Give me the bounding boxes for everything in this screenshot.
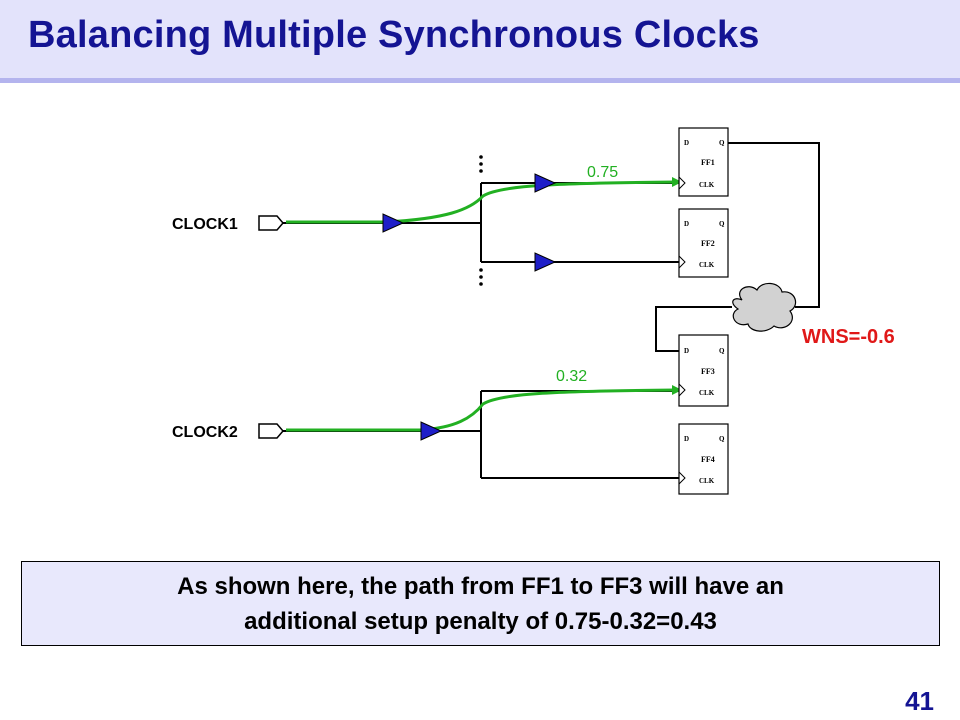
ff4-q-pin: Q <box>719 435 725 443</box>
ff3-name: FF3 <box>701 367 715 376</box>
wns-label: WNS=-0.6 <box>802 326 895 348</box>
data-path-wires <box>655 142 820 352</box>
ff4-block: D Q FF4 CLK <box>678 423 729 495</box>
ff4-clk-pin: CLK <box>699 477 715 485</box>
ff1-block: D Q FF1 CLK <box>678 127 729 197</box>
ff3-clock-notch <box>678 383 686 397</box>
ff2-q-pin: Q <box>719 220 725 228</box>
ff3-clk-pin: CLK <box>699 389 715 397</box>
clock2-label: CLOCK2 <box>172 424 238 441</box>
ff1-delay-label: 0.75 <box>587 164 618 181</box>
clock2-port-icon <box>258 423 284 439</box>
ff3-path-arrow <box>672 385 682 395</box>
caption-line-1: As shown here, the path from FF1 to FF3 … <box>177 572 784 600</box>
ff3-d-pin: D <box>684 347 689 355</box>
page-number: 41 <box>905 686 934 716</box>
caption-line-2: additional setup penalty of 0.75-0.32=0.… <box>244 607 717 635</box>
clock2-tree-wires <box>283 390 679 479</box>
ff1-path-arrow <box>672 177 682 187</box>
clock1-ellipsis-bottom <box>479 268 483 286</box>
clock1-root-buffer <box>382 213 405 233</box>
clock1-ellipsis-top <box>479 155 483 173</box>
clock1-critical-path <box>286 180 677 224</box>
ff2-name: FF2 <box>701 239 715 248</box>
clock1-label: CLOCK1 <box>172 216 238 233</box>
ff2-clk-pin: CLK <box>699 261 715 269</box>
ff3-delay-label: 0.32 <box>556 368 587 385</box>
ff2-clock-buffer <box>534 252 557 272</box>
ff1-clock-notch <box>678 176 686 190</box>
logic-cloud <box>732 282 797 332</box>
ff3-q-pin: Q <box>719 347 725 355</box>
ff4-clock-notch <box>678 471 686 485</box>
ff1-name: FF1 <box>701 158 715 167</box>
clock1-port-icon <box>258 215 284 231</box>
ff1-clock-buffer <box>534 173 557 193</box>
title-bar: Balancing Multiple Synchronous Clocks <box>0 0 960 83</box>
clock2-root-buffer <box>420 421 443 441</box>
ff1-clk-pin: CLK <box>699 181 715 189</box>
ff3-block: D Q FF3 CLK <box>678 334 729 407</box>
ff1-q-pin: Q <box>719 139 725 147</box>
caption-box: As shown here, the path from FF1 to FF3 … <box>21 561 940 646</box>
slide-title: Balancing Multiple Synchronous Clocks <box>28 14 760 56</box>
ff2-block: D Q FF2 CLK <box>678 208 729 278</box>
ff2-clock-notch <box>678 255 686 269</box>
ff2-d-pin: D <box>684 220 689 228</box>
ff4-name: FF4 <box>701 455 715 464</box>
clock2-critical-path <box>286 388 677 432</box>
ff4-d-pin: D <box>684 435 689 443</box>
ff1-d-pin: D <box>684 139 689 147</box>
